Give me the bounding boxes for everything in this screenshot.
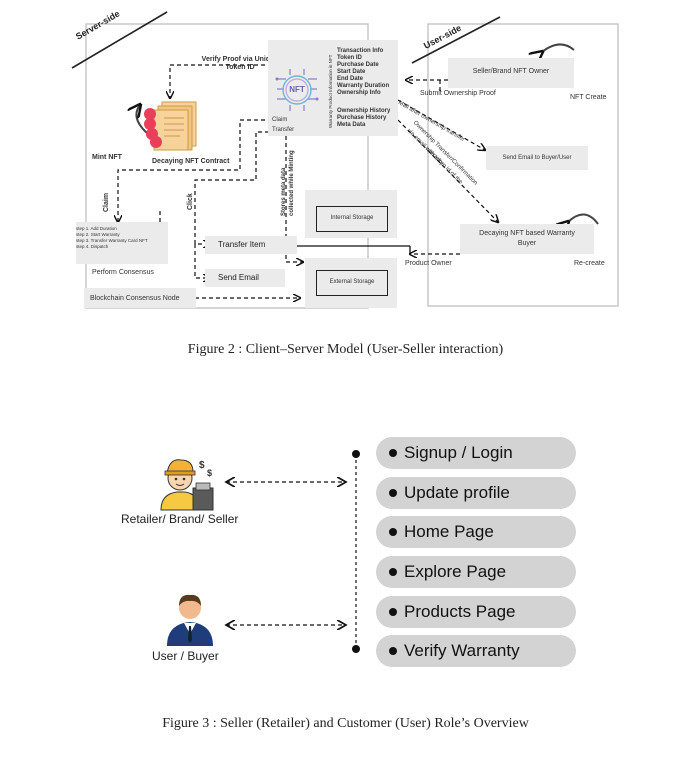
figure-3: $ $ Retailer/ Brand/ Seller User / Buyer… — [0, 420, 691, 690]
stores-meta-label-2: collected while Minting — [289, 150, 295, 216]
figure-2: Server-side User-side Verify Proof via U… — [0, 0, 691, 330]
submit-proof-label: Submit Ownership Proof — [420, 90, 496, 97]
nft-chip-icon: NFT — [272, 65, 322, 115]
svg-text:$: $ — [207, 468, 212, 478]
blockchain-node-label: Blockchain Consensus Node — [90, 295, 180, 302]
menu-pill-signup[interactable]: Signup / Login — [376, 437, 576, 469]
product-owner-label: Product Owner — [405, 260, 452, 267]
decaying-contract-label: Decaying NFT Contract — [152, 158, 230, 165]
seller-role-label: Retailer/ Brand/ Seller — [121, 512, 239, 526]
step-item: step 2. Start Warranty — [76, 232, 120, 237]
businessman-icon — [165, 590, 215, 648]
pill-label: Explore Page — [404, 562, 507, 581]
menu-pill-verify-warranty[interactable]: Verify Warranty — [376, 635, 576, 667]
menu-pill-products[interactable]: Products Page — [376, 596, 576, 628]
external-storage-label: External Storage — [329, 279, 375, 285]
nft-create-label: NFT Create — [570, 94, 607, 101]
user-frame — [427, 23, 619, 307]
pill-label: Signup / Login — [404, 443, 513, 462]
seller-owner-box — [448, 58, 574, 88]
perform-consensus-label: Perform Consensus — [92, 269, 154, 276]
transfer-label: Transfer — [272, 127, 295, 133]
stack-of-contracts-icon — [140, 98, 202, 154]
nft-field: Ownership Info — [337, 90, 381, 96]
server-frame — [85, 23, 369, 309]
transfer-item-label: Transfer Item — [218, 240, 266, 249]
bullet-dot — [389, 449, 397, 457]
verify-proof-label: Verify Proof via Unique Token ID — [201, 56, 279, 71]
stores-meta-label-1: Stores meta data — [281, 167, 287, 216]
seller-owner-label: Seller/Brand NFT Owner — [472, 68, 550, 75]
nft-field: Ownership History — [337, 108, 391, 114]
internal-storage-label: Internal Storage — [330, 215, 374, 221]
bullet-dot — [389, 489, 397, 497]
bullet-dot — [389, 568, 397, 576]
pill-label: Products Page — [404, 602, 516, 621]
nft-chip-text: NFT — [289, 85, 305, 94]
nft-side-vertical: Warranty Product Information in NFT — [328, 54, 333, 128]
buyer-role-label: User / Buyer — [152, 649, 219, 663]
bullet-dot — [389, 608, 397, 616]
menu-pill-explore[interactable]: Explore Page — [376, 556, 576, 588]
menu-pill-update-profile[interactable]: Update profile — [376, 477, 576, 509]
step-item: step 4. Dispatch — [76, 244, 109, 249]
mint-nft-label: Mint NFT — [92, 154, 122, 161]
pill-label: Update profile — [404, 483, 510, 502]
blockchain-node-box — [84, 288, 196, 308]
nft-fields-list: Transaction Info Token ID Purchase Date … — [337, 48, 389, 97]
transfer-item-box — [205, 236, 297, 254]
figure-3-connectors — [0, 450, 360, 653]
bullet-dot — [389, 647, 397, 655]
svg-text:$: $ — [199, 460, 205, 471]
click-vertical-label: Click — [187, 193, 194, 210]
send-email-box — [205, 269, 285, 287]
claim-label: Claim — [272, 117, 288, 123]
figure-3-caption: Figure 3 : Seller (Retailer) and Custome… — [162, 716, 529, 731]
recreate-label: Re-create — [574, 260, 605, 267]
nft-field: Warranty Duration — [337, 83, 390, 89]
nft-field: Meta Data — [337, 122, 366, 128]
step-item: step 1. Add Duration — [76, 226, 117, 231]
figure-2-caption: Figure 2 : Client–Server Model (User-Sel… — [187, 342, 504, 357]
pill-label: Verify Warranty — [404, 641, 520, 660]
send-email-buyer-label: Send Email to Buyer/User — [502, 155, 572, 161]
internal-storage-box: Internal Storage — [316, 206, 388, 232]
step-item: step 3. Transfer Warranty Card NFT — [76, 238, 148, 243]
bullet-dot — [389, 528, 397, 536]
send-email-buyer-box — [486, 146, 588, 170]
nft-field: Transaction Info — [337, 48, 384, 54]
nft-info-box — [268, 40, 398, 136]
decaying-buyer-label-1: Decaying NFT based Warranty — [479, 230, 575, 237]
seller-with-cash-register-icon: $ $ — [155, 454, 217, 512]
decaying-buyer-box — [460, 224, 594, 254]
send-email-label: Send Email — [218, 273, 259, 282]
menu-pill-home[interactable]: Home Page — [376, 516, 576, 548]
claim-vertical-label: Claim — [103, 192, 110, 212]
nft-field: Purchase Date — [337, 62, 379, 68]
pill-label: Home Page — [404, 522, 494, 541]
external-storage-box: External Storage — [316, 270, 388, 296]
nft-field: End Date — [337, 76, 364, 82]
nft-fields-list-2: Ownership History Purchase History Meta … — [337, 108, 390, 129]
decaying-buyer-label-2: Buyer — [517, 240, 537, 247]
steps-list: step 1. Add Duration step 2. Start Warra… — [76, 226, 148, 250]
nft-field: Start Date — [337, 69, 366, 75]
nft-field: Token ID — [337, 55, 362, 61]
steps-box — [76, 222, 168, 264]
nft-field: Purchase History — [337, 115, 387, 121]
figure-2-connectors — [71, 11, 619, 309]
